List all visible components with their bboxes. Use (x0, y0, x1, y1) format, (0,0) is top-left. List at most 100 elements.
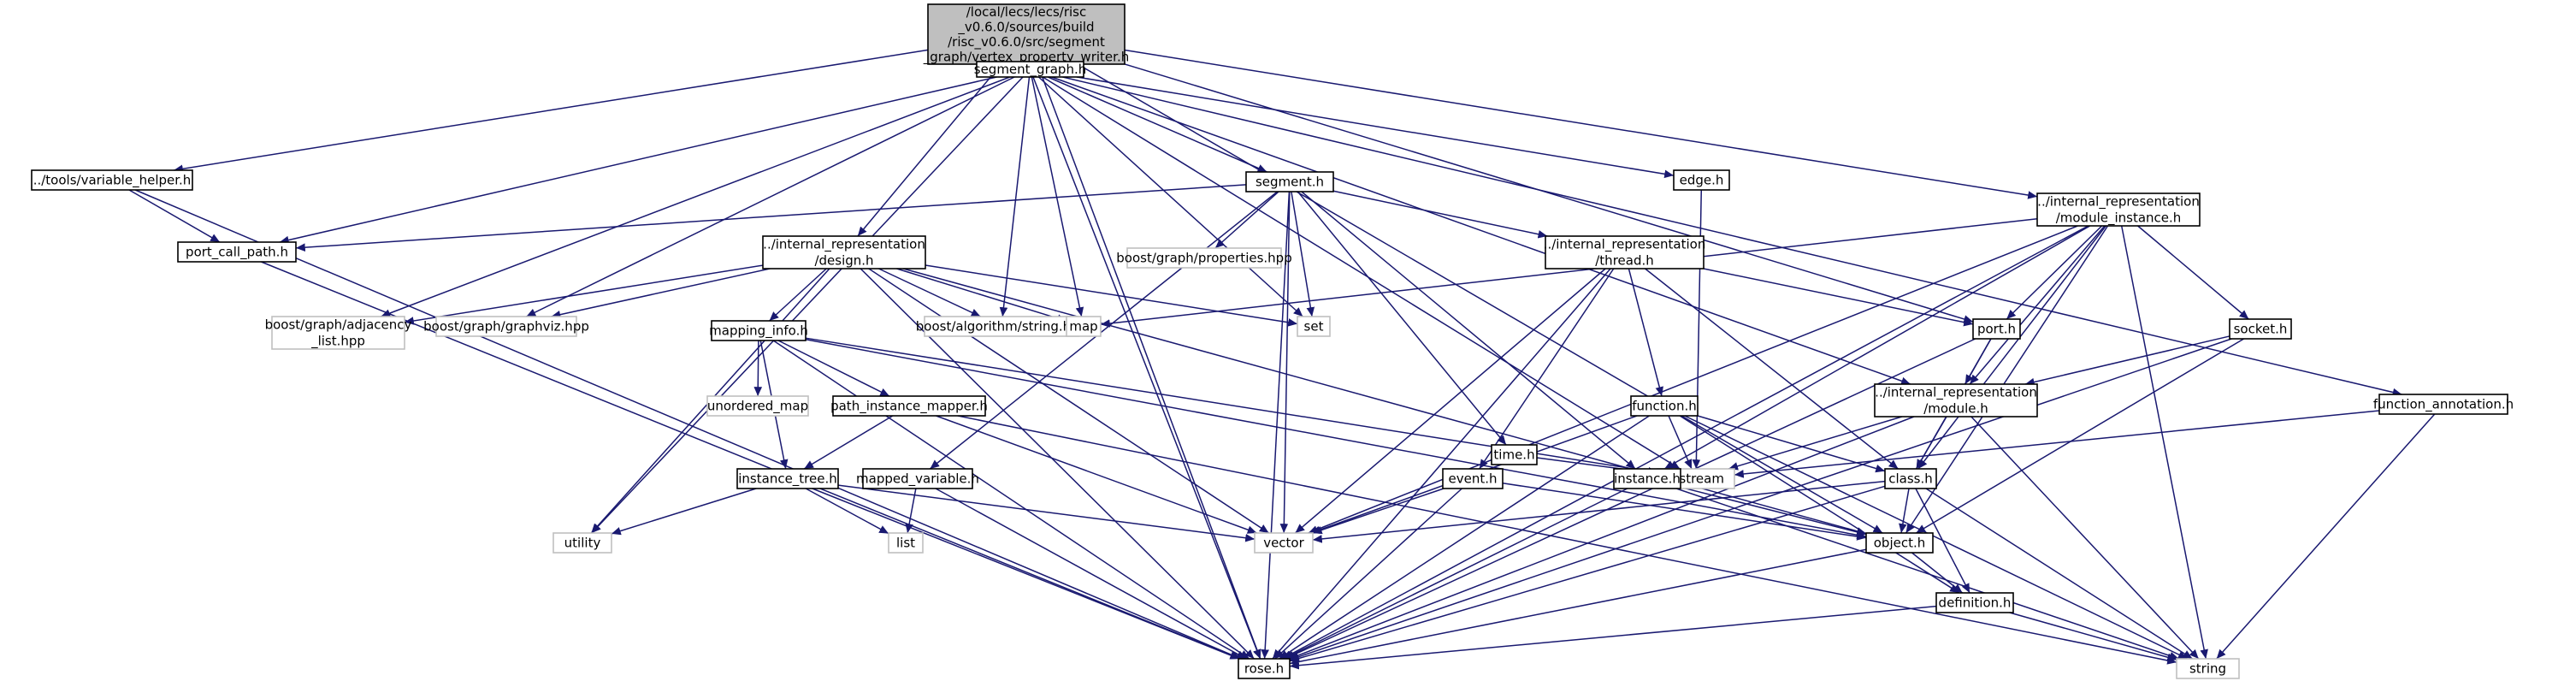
edge-design-to-adjacency (404, 264, 764, 325)
node-segment-graph[interactable]: segment_graph.h (974, 61, 1086, 78)
node-function-annotation[interactable]: function_annotation.h (2373, 394, 2514, 415)
node-label: _list.hpp (310, 334, 365, 350)
edge-design-to-mapping_info (769, 268, 827, 322)
edge-object-to-rose (1289, 548, 1867, 666)
node-mapping-info[interactable]: mapping_info.h (709, 320, 808, 341)
node-design[interactable]: ../internal_representation/design.h (762, 235, 926, 269)
edge-object-to-definition (1911, 552, 1964, 594)
edge-socket-to-object (1916, 338, 2244, 534)
node-segment[interactable]: segment.h (1245, 171, 1334, 192)
edge-instance_tree-to-list (805, 488, 889, 535)
edge-variable_helper-to-rose (134, 189, 1242, 660)
node-label: /design.h (814, 253, 873, 269)
node-label: boost/graph/properties.hpp (1116, 251, 1291, 266)
node-adjacency: boost/graph/adjacency_list.hpp (265, 316, 412, 350)
node-instance[interactable]: instance.h (1613, 468, 1681, 489)
edge-module-to-iostream (1728, 416, 1903, 471)
edge-segment_graph-to-edge (1076, 76, 1675, 179)
node-instance-tree[interactable]: instance_tree.h (736, 468, 839, 489)
edge-root-to-module_instance (1124, 49, 2038, 199)
edge-path_instance_mapper-to-string (957, 415, 2177, 665)
node-object[interactable]: object.h (1865, 532, 1934, 554)
node-label: function_annotation.h (2373, 397, 2514, 413)
node-label: unordered_map (707, 399, 808, 415)
node-event[interactable]: event.h (1442, 468, 1504, 489)
node-module-instance[interactable]: ../internal_representation/module_instan… (2036, 192, 2201, 227)
node-utility: utility (552, 532, 612, 554)
edge-module-to-string (1970, 416, 2200, 660)
edge-mapping_info-to-path_instance_mapper (777, 340, 890, 397)
edge-segment-to-vector (1279, 191, 1291, 534)
edge-thread-to-class (1645, 268, 1899, 470)
node-label: instance_tree.h (738, 471, 837, 488)
node-label: function.h (1632, 399, 1697, 414)
node-label: set (1304, 319, 1324, 335)
node-label: ../internal_representation (1875, 385, 2037, 401)
node-label: /thread.h (1595, 253, 1654, 269)
node-label: vector (1263, 536, 1304, 551)
node-time[interactable]: time.h (1491, 444, 1538, 465)
edge-mapping_info-to-unordered_map (753, 340, 763, 397)
node-graphviz: boost/graph/graphviz.hpp (423, 316, 589, 337)
node-list: list (888, 532, 924, 554)
node-edge[interactable]: edge.h (1673, 169, 1730, 191)
node-label: ../tools/variable_helper.h (33, 173, 192, 189)
node-label: mapped_variable.h (856, 471, 979, 488)
edge-socket-to-rose (1289, 338, 2232, 661)
node-function[interactable]: function.h (1630, 395, 1699, 417)
edge-segment-to-properties (1214, 191, 1279, 249)
edge-module_instance-to-string (2120, 225, 2208, 660)
edge-instance-to-object (1680, 486, 1867, 536)
node-label: path_instance_mapper.h (830, 399, 988, 415)
node-label: object.h (1874, 536, 1926, 551)
edge-module_instance-to-module (1969, 225, 2106, 385)
edge-variable_helper-to-port_call_path (128, 189, 221, 243)
edge-design-to-algstring (878, 268, 981, 317)
edge-module_instance-to-vector (1308, 225, 2078, 534)
edge-class-to-object (1899, 488, 1910, 534)
node-label: /module_instance.h (2056, 210, 2182, 227)
node-label: /local/lecs/lecs/risc (966, 4, 1086, 20)
node-class[interactable]: class.h (1884, 468, 1937, 489)
node-label: string (2189, 661, 2226, 677)
edge-design-to-vector (868, 268, 1270, 534)
node-rose[interactable]: rose.h (1238, 658, 1291, 679)
node-thread[interactable]: ../internal_representation/thread.h (1544, 235, 1706, 269)
node-label: iostream (1668, 471, 1724, 487)
edge-module_instance-to-rose (1282, 225, 2089, 660)
edge-thread-to-vector (1295, 268, 1606, 534)
node-label: utility (564, 536, 601, 551)
node-label: class.h (1888, 471, 1933, 487)
node-socket[interactable]: socket.h (2229, 318, 2292, 340)
node-label: /risc_v0.6.0/src/segment (948, 34, 1105, 50)
edge-mapping_info-to-rose (772, 340, 1250, 660)
node-module[interactable]: ../internal_representation/module.h (1874, 383, 2038, 418)
edge-segment_graph-to-port_call_path (279, 76, 997, 245)
edge-module-to-class (1916, 416, 1947, 470)
edge-port-to-rose (1285, 338, 1976, 660)
edge-module_instance-to-socket (2137, 225, 2249, 320)
edge-mapping_info-to-object (805, 338, 1867, 539)
node-definition[interactable]: definition.h (1935, 592, 2014, 613)
node-layer: /local/lecs/lecs/risc_v0.6.0/sources/bui… (31, 3, 2514, 679)
node-vector: vector (1254, 532, 1314, 554)
node-path-instance-mapper[interactable]: path_instance_mapper.h (830, 395, 988, 417)
edge-class-to-vector (1312, 480, 1886, 543)
node-port-call-path[interactable]: port_call_path.h (177, 241, 297, 263)
edge-thread-to-function (1628, 268, 1663, 397)
edge-function_annotation-to-iostream (1734, 410, 2380, 478)
node-port[interactable]: port.h (1972, 318, 2021, 340)
edge-mapped_variable-to-rose (935, 488, 1247, 660)
edge-module_instance-to-map (1100, 217, 2038, 328)
edge-path_instance_mapper-to-instance_tree (803, 415, 894, 470)
node-label: definition.h (1939, 595, 2012, 611)
node-mapped-variable[interactable]: mapped_variable.h (856, 468, 979, 489)
edge-design-to-object (902, 268, 1867, 536)
node-variable-helper[interactable]: ../tools/variable_helper.h (31, 169, 193, 191)
edge-segment_graph-to-set (1037, 76, 1303, 317)
edge-layer (128, 49, 2436, 670)
edge-root-to-object (1077, 63, 1883, 534)
edge-segment-to-mapped_variable (929, 191, 1279, 470)
edge-instance-to-rose (1283, 488, 1628, 660)
